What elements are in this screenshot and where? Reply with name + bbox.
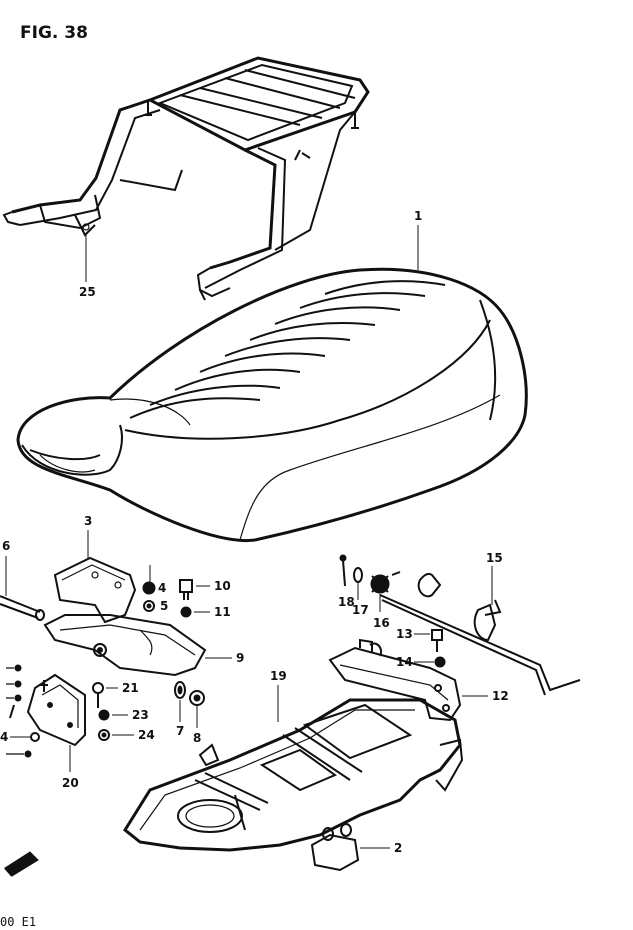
- callout-17: 17: [352, 603, 369, 617]
- hinge-pin-6: [0, 595, 45, 621]
- spring-16: [370, 571, 401, 594]
- callout-8: 8: [193, 731, 201, 745]
- callout-18: 18: [338, 595, 355, 609]
- callout-9: 9: [236, 651, 244, 665]
- callout-15: 15: [486, 551, 503, 565]
- bolt-21: [92, 682, 104, 708]
- figure-title: FIG. 38: [20, 23, 88, 43]
- callout-3: 3: [84, 514, 92, 528]
- callout-11: 11: [214, 605, 231, 619]
- callout-7: 7: [176, 724, 184, 738]
- cushion-2: [310, 823, 360, 872]
- seat-lock-bracket-12: [328, 638, 462, 722]
- callout-23: 23: [132, 708, 149, 722]
- hinge-plate-9: [43, 614, 207, 677]
- front-direction-arrow-icon: [4, 851, 39, 877]
- bolt-10: [179, 579, 193, 600]
- rear-carrier-rack: [2, 56, 370, 301]
- nut-4: [142, 581, 156, 595]
- bushing-7: [174, 681, 186, 699]
- washer-17: [353, 567, 363, 583]
- seat-assembly: [16, 267, 528, 543]
- callout-25: 25: [79, 285, 96, 299]
- callout-21: 21: [122, 681, 139, 695]
- callout-16: 16: [373, 616, 390, 630]
- callout-20: 20: [62, 776, 79, 790]
- callout-4: 4: [158, 581, 166, 595]
- bracket-20: [26, 673, 86, 747]
- seat-hinge-bracket-3: [53, 556, 137, 624]
- callout-5: 5: [160, 599, 168, 613]
- callout-6: 6: [2, 539, 10, 553]
- seat-base-19: [123, 698, 464, 852]
- washer-5: [143, 600, 155, 612]
- callout-24: 24: [138, 728, 155, 742]
- grommet-8: [189, 690, 205, 706]
- callout-10: 10: [214, 579, 231, 593]
- nut-23: [98, 709, 110, 721]
- callout-19: 19: [270, 669, 287, 683]
- washer-11: [180, 606, 192, 618]
- callout-12: 12: [492, 689, 509, 703]
- lock-rod-15: [379, 572, 581, 696]
- washer-14: [434, 656, 446, 668]
- callout-13: 13: [396, 627, 413, 641]
- callout-2: 2: [394, 841, 402, 855]
- pin-18: [339, 554, 347, 587]
- callout-1: 1: [414, 209, 422, 223]
- washer-24: [98, 729, 110, 741]
- footer-code: 00 E1: [0, 915, 36, 929]
- bolt-13: [431, 629, 443, 652]
- screw-set-left: [6, 664, 40, 758]
- callout-14: 14: [396, 655, 413, 669]
- callout-4b: 4: [0, 730, 8, 744]
